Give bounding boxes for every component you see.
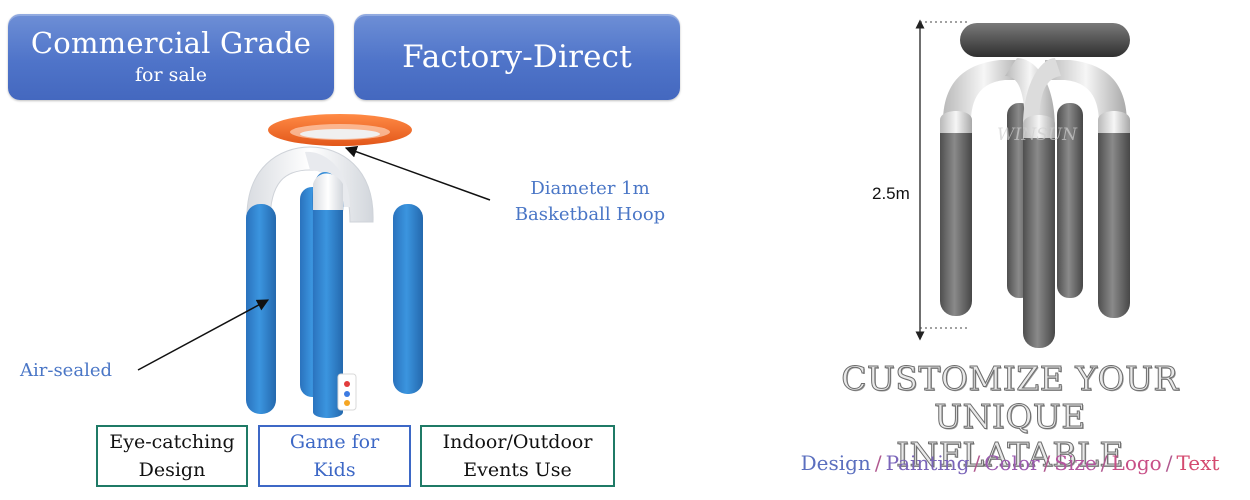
hoop-top-ring [960,23,1130,57]
commercial-grade-badge: Commercial Grade for sale [8,14,334,100]
option-logo: Logo [1111,451,1162,475]
air-sealed-arrow [137,299,270,371]
for-sale-subtitle: for sale [135,64,207,86]
option-design: Design [800,451,871,475]
hoop-arrow [344,146,491,201]
hoop-annotation: Diameter 1m Basketball Hoop [495,176,685,228]
customization-options: Design/Painting/Color/Size/Logo/Text [800,451,1220,475]
front-leg-cap [313,173,343,210]
feature-1-line2: Design [138,459,206,481]
commercial-grade-title: Commercial Grade [30,26,312,60]
feature-1-line1: Eye-catching [109,431,235,453]
height-label: 2.5m [872,184,910,203]
feature-2-line1: Game for [289,431,380,453]
option-size: Size [1054,451,1097,475]
air-sealed-annotation: Air-sealed [20,360,112,381]
option-color: Color [984,451,1040,475]
inflatable-hoop-photo [246,114,423,418]
hoop-annotation-line2: Basketball Hoop [514,204,666,225]
feature-2-line2: Kids [313,459,356,481]
factory-direct-title: Factory-Direct [402,39,632,75]
factory-direct-badge: Factory-Direct [354,14,680,100]
inflatable-3d-model: WINSUN [915,19,1130,348]
feature-indoor-outdoor: Indoor/Outdoor Events Use [420,425,615,487]
feature-3-line2: Events Use [463,459,572,481]
option-text: Text [1176,451,1220,475]
option-painting: Painting [885,451,970,475]
white-arch [246,146,374,223]
feature-eye-catching: Eye-catching Design [96,425,248,487]
annotation-arrows [137,146,491,371]
feature-game-for-kids: Game for Kids [258,425,411,487]
watermark-text: WINSUN [997,125,1078,145]
headline-line2: INFLATABLE [895,435,1125,474]
feature-3-line1: Indoor/Outdoor [442,431,593,453]
hoop-annotation-line1: Diameter 1m [530,178,650,199]
front-leg [312,172,344,418]
headline-line1: CUSTOMIZE YOUR UNIQUE [841,359,1179,436]
right-leg [393,204,423,394]
customize-headline: CUSTOMIZE YOUR UNIQUE INFLATABLE [770,359,1250,474]
